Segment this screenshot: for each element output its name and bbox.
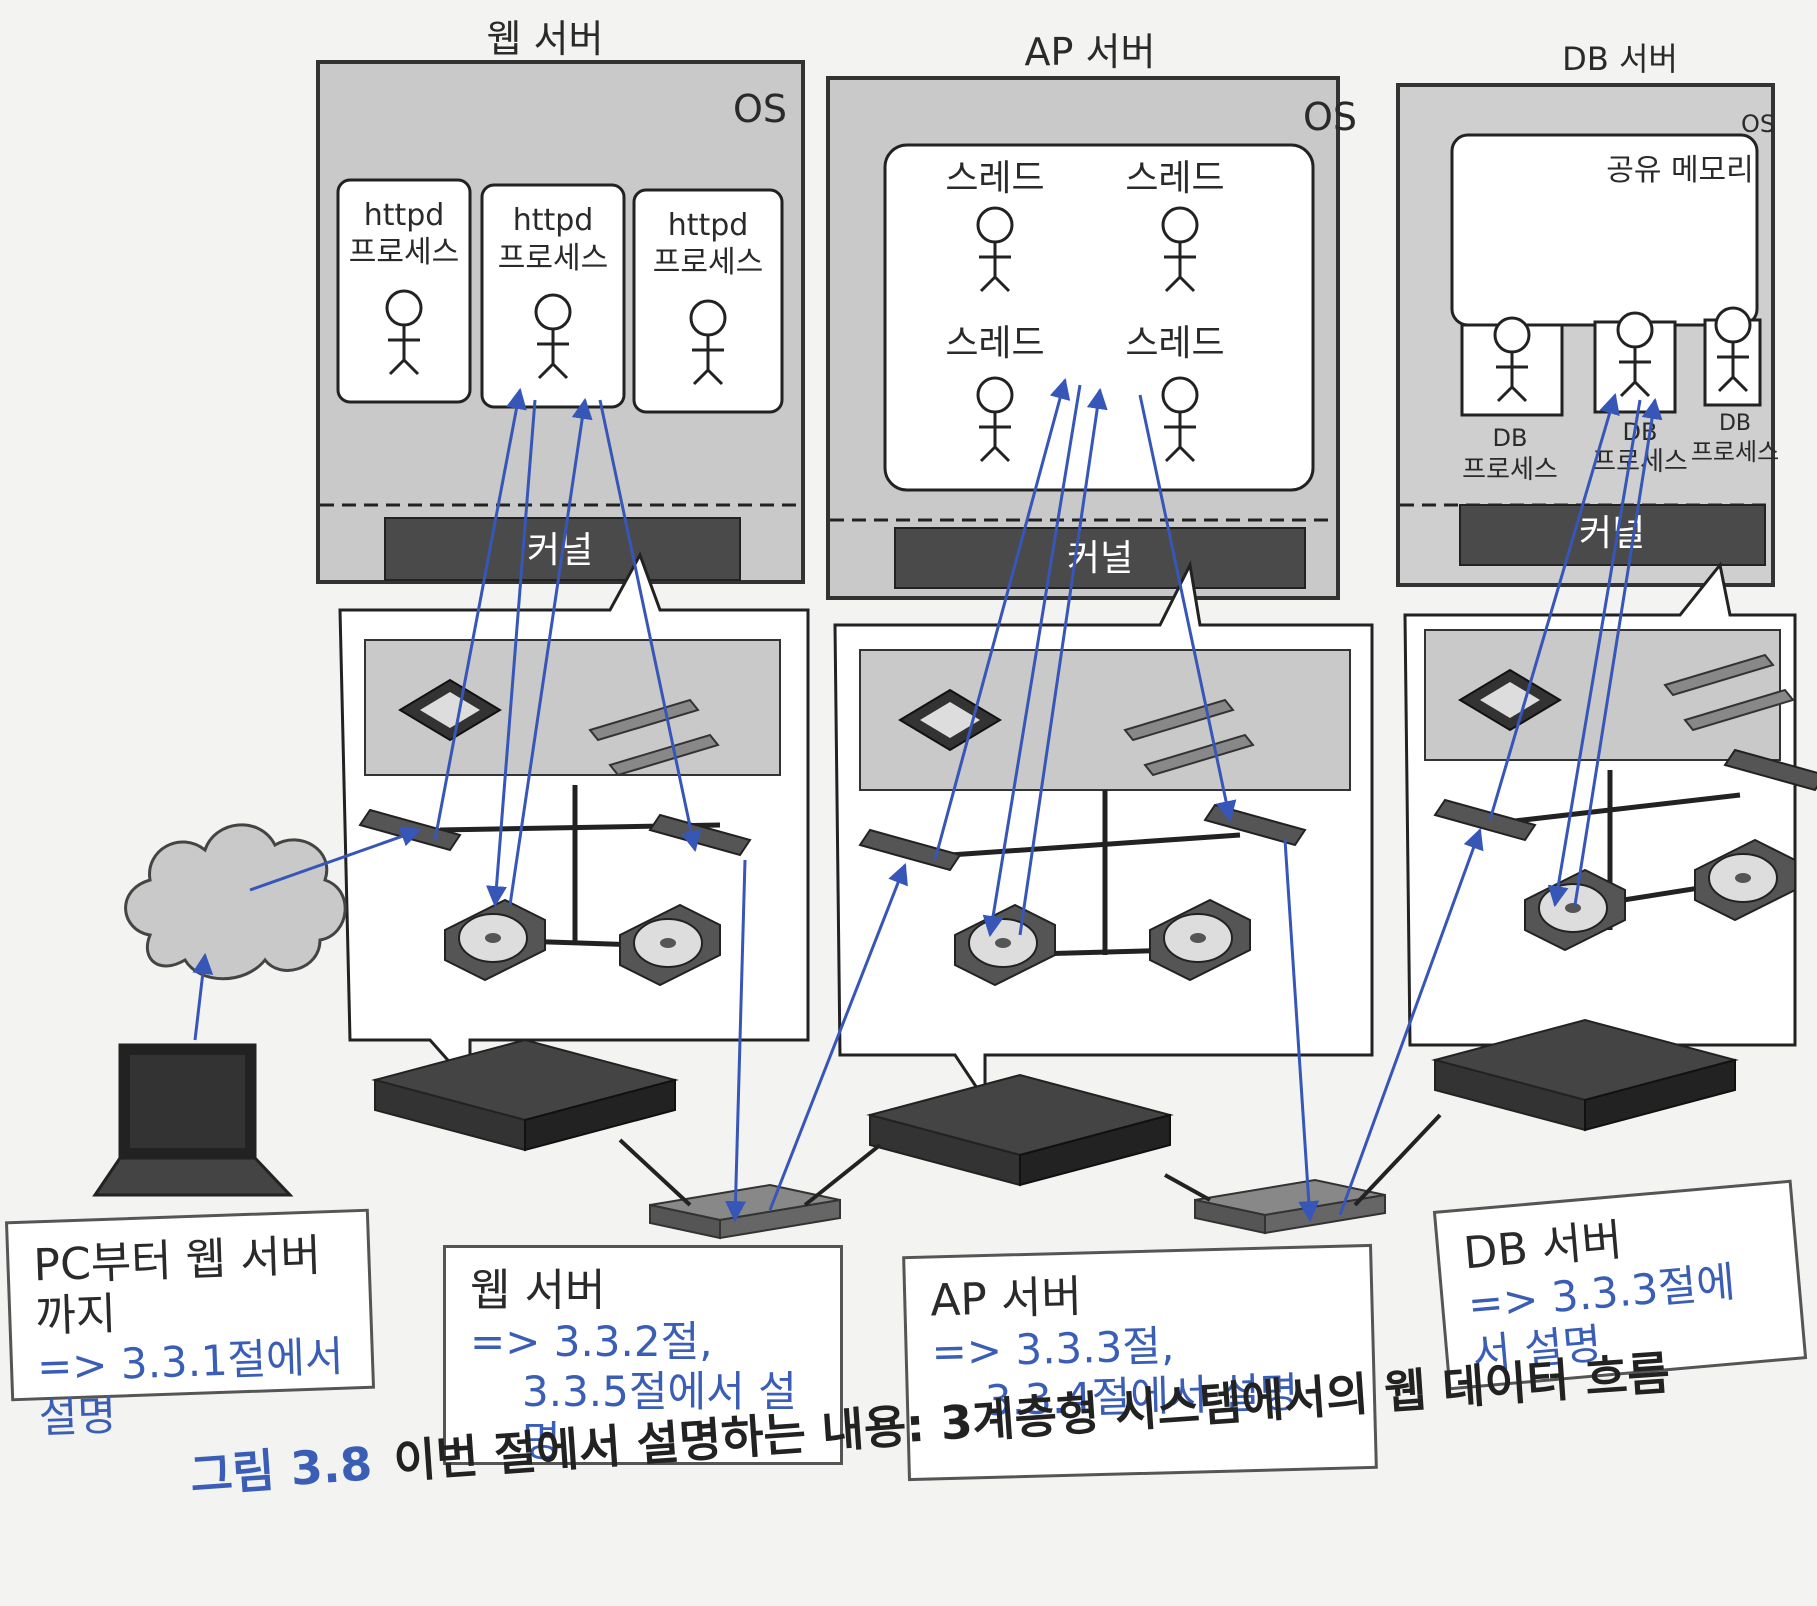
- caption-pc-to-web: PC부터 웹 서버까지 => 3.3.1절에서 설명: [5, 1209, 375, 1402]
- svg-text:스레드: 스레드: [945, 158, 1044, 199]
- svg-text:스레드: 스레드: [1125, 158, 1224, 199]
- svg-text:프로세스: 프로세스: [1592, 447, 1688, 477]
- caption-title: PC부터 웹 서버까지: [33, 1231, 346, 1343]
- svg-text:프로세스: 프로세스: [349, 235, 459, 270]
- svg-text:프로세스: 프로세스: [1691, 438, 1779, 466]
- svg-text:스레드: 스레드: [945, 323, 1044, 364]
- svg-text:DB: DB: [1493, 424, 1528, 452]
- svg-text:httpd: httpd: [364, 198, 445, 233]
- httpd-process-2: httpd 프로세스: [482, 185, 624, 407]
- svg-text:프로세스: 프로세스: [653, 245, 763, 280]
- shared-memory-label: 공유 메모리: [1606, 153, 1754, 188]
- ap-os-label: OS: [1303, 95, 1357, 139]
- httpd-process-1: httpd 프로세스: [338, 180, 470, 402]
- svg-text:스레드: 스레드: [1125, 323, 1224, 364]
- db-os-label: OS: [1741, 110, 1775, 138]
- svg-text:httpd: httpd: [513, 203, 594, 238]
- switch-ap-db-icon: [1195, 1180, 1385, 1233]
- caption-ref: => 3.3.1절에서 설명: [36, 1332, 349, 1444]
- caption-ref: => 3.3.2절,: [470, 1317, 816, 1367]
- caption-title: 웹 서버: [470, 1266, 816, 1317]
- db-process-2: DB 프로세스: [1592, 313, 1688, 477]
- web-server-title: 웹 서버: [487, 17, 604, 61]
- svg-text:프로세스: 프로세스: [1462, 455, 1558, 485]
- figure-number: 그림 3.8: [188, 1436, 373, 1503]
- db-process-1: DB 프로세스: [1462, 318, 1562, 485]
- svg-text:httpd: httpd: [668, 208, 749, 243]
- web-server-hardware-icon: [375, 1040, 675, 1150]
- laptop-icon: [95, 1045, 290, 1195]
- ap-server-hardware-icon: [870, 1075, 1170, 1185]
- svg-text:DB: DB: [1719, 411, 1751, 436]
- ap-server-title: AP 서버: [1025, 30, 1156, 74]
- httpd-process-3: httpd 프로세스: [634, 190, 782, 412]
- svg-text:프로세스: 프로세스: [498, 241, 608, 276]
- db-server-title: DB 서버: [1562, 40, 1678, 78]
- internet-cloud-icon: [126, 825, 346, 979]
- web-os-label: OS: [733, 87, 787, 131]
